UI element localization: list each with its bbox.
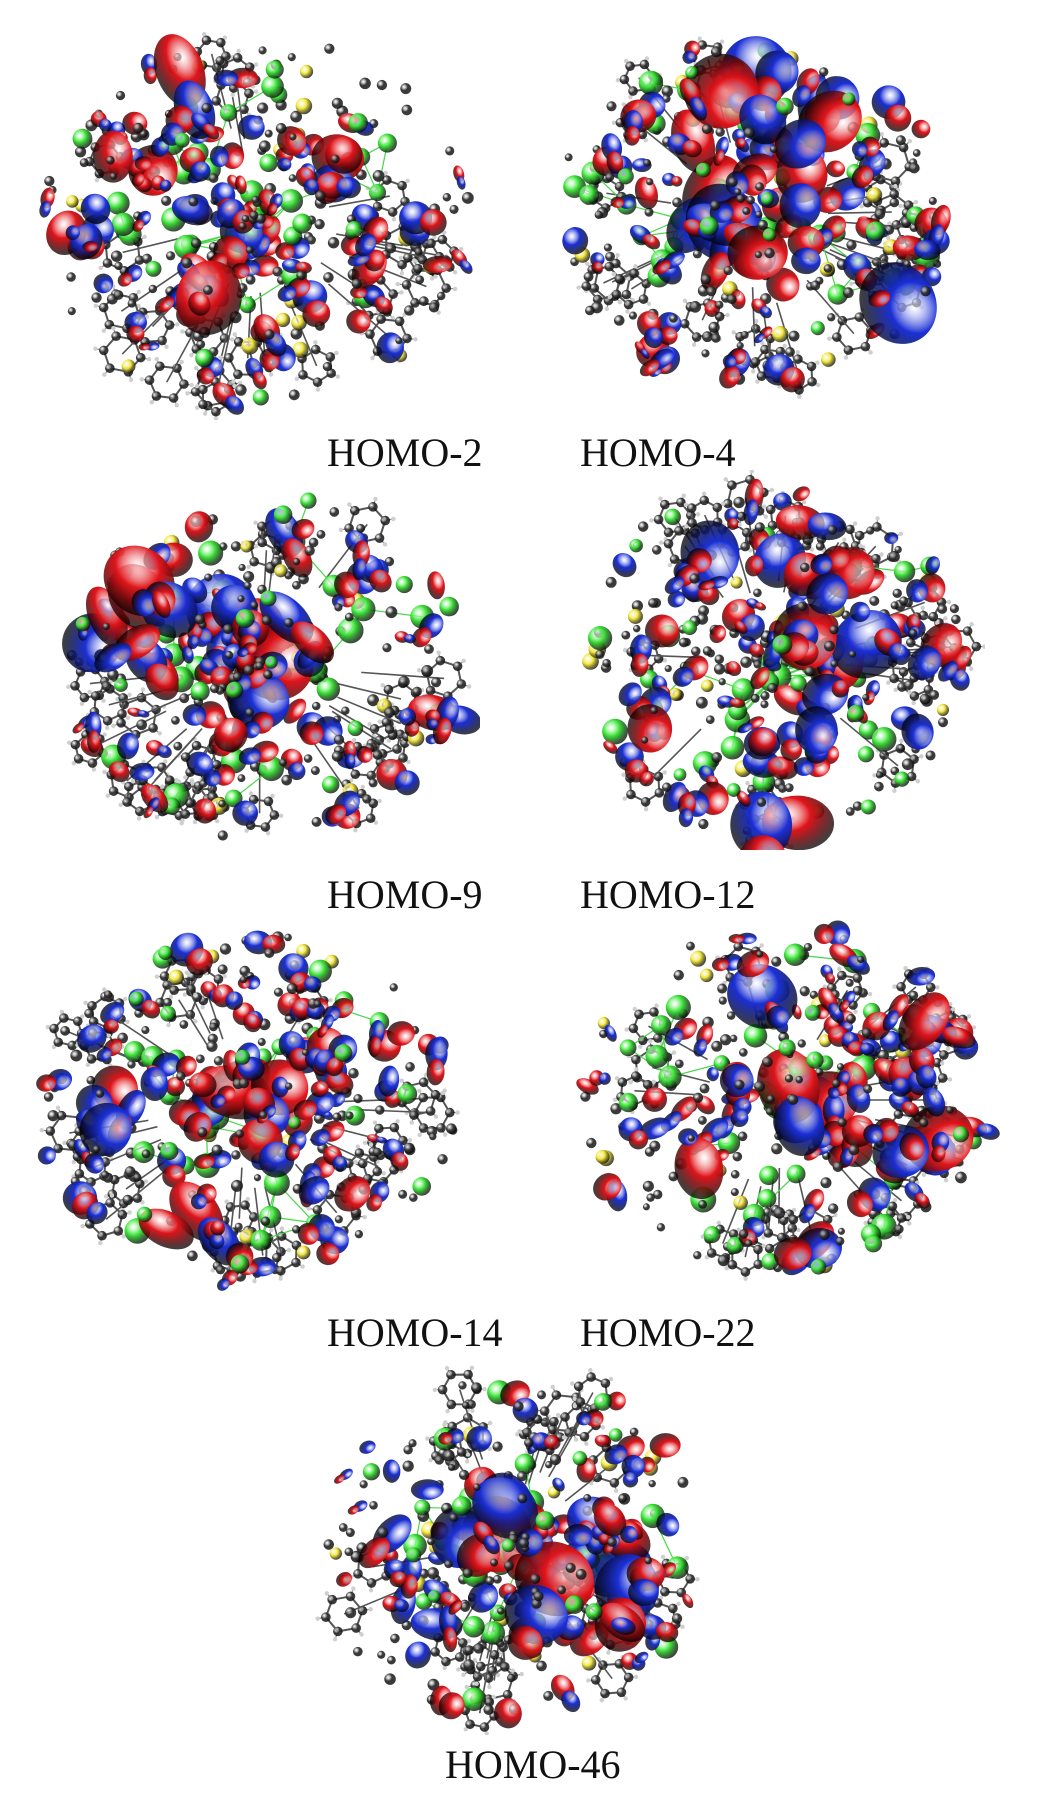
orbital-isosurface-render [315,1365,700,1735]
orbital-image-homo-4 [535,25,965,405]
orbital-image-homo-12 [555,470,985,850]
orbital-isosurface-render [582,470,985,850]
orbital-isosurface-render [576,920,1000,1281]
caption-homo-2: HOMO-2 [327,430,483,475]
orbital-image-homo-9 [40,475,480,855]
orbital-image-homo-14 [15,915,475,1295]
orbital-image-homo-46 [300,1355,720,1735]
caption-homo-9: HOMO-9 [327,872,483,917]
orbital-image-homo-2 [20,20,490,420]
orbital-image-homo-22 [560,910,1000,1290]
caption-homo-46: HOMO-46 [445,1742,621,1787]
orbital-isosurface-render [562,36,951,400]
caption-homo-22: HOMO-22 [580,1310,756,1355]
orbital-isosurface-render [62,492,480,841]
orbital-isosurface-render [36,930,460,1291]
orbital-isosurface-render [39,32,474,420]
caption-homo-4: HOMO-4 [580,430,736,475]
caption-homo-12: HOMO-12 [580,872,756,917]
caption-homo-14: HOMO-14 [327,1310,503,1355]
